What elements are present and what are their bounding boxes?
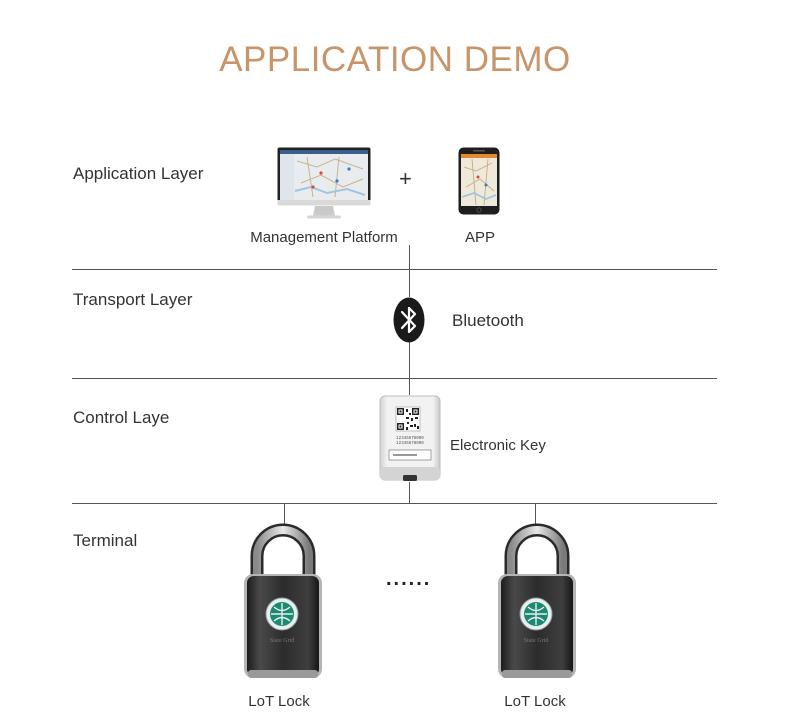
- bluetooth-icon: [393, 297, 425, 343]
- connector-bluetooth-key: [409, 342, 410, 395]
- connector-key-terminal: [409, 482, 410, 504]
- key-serial-2: 12345678000: [396, 442, 424, 446]
- separator-control-terminal: [72, 503, 717, 504]
- terminal-layer-label: Terminal: [73, 531, 138, 550]
- bluetooth-label: Bluetooth: [452, 311, 524, 330]
- lot-lock-label-2: LoT Lock: [504, 693, 566, 710]
- connector-platform-bluetooth: [409, 245, 410, 297]
- key-serial-1: 12345678000: [396, 437, 424, 441]
- connector-terminal-lock-2: [535, 504, 536, 524]
- phone-icon: [458, 147, 500, 215]
- separator-transport-control: [72, 378, 717, 379]
- lock-1-brand: State Grid: [270, 638, 295, 644]
- transport-layer-label: Transport Layer: [73, 290, 193, 309]
- monitor-icon: [277, 147, 371, 219]
- padlock-icon-1: State Grid: [244, 523, 322, 678]
- page-title: APPLICATION DEMO: [219, 40, 571, 79]
- app-label: APP: [464, 229, 495, 246]
- lot-lock-label-1: LoT Lock: [248, 693, 310, 710]
- plus-sign: +: [399, 166, 412, 191]
- management-platform-label: Management Platform: [250, 229, 398, 246]
- application-layer-label: Application Layer: [73, 164, 204, 183]
- padlock-icon-2: State Grid: [498, 523, 576, 678]
- separator-application-transport: [72, 269, 717, 270]
- ellipsis-more-locks: ......: [386, 568, 432, 590]
- electronic-key-label: Electronic Key: [450, 437, 546, 454]
- electronic-key-icon: 12345678000 12345678000: [379, 395, 441, 481]
- control-layer-label: Control Laye: [73, 408, 170, 427]
- connector-terminal-lock-1: [284, 504, 285, 524]
- lock-2-brand: State Grid: [524, 638, 549, 644]
